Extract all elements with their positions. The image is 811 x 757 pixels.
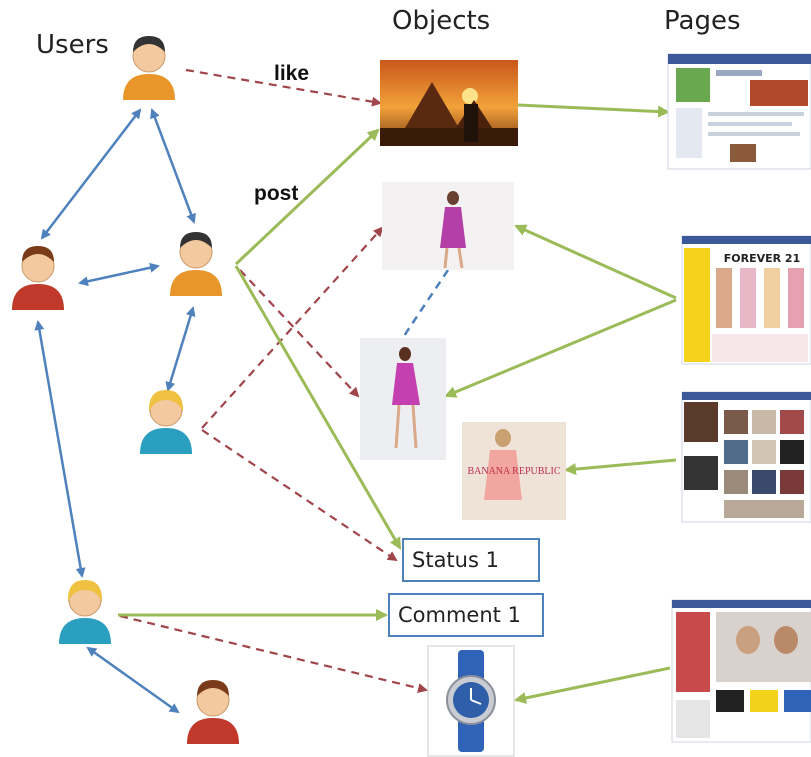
like-user3-dress2 [239,269,360,398]
post-edge-label: post [254,182,299,205]
like-edges [119,68,428,693]
facebook-page-thumbnail [671,599,811,743]
facebook-page-thumbnail [667,53,811,170]
page-watch-object [514,666,671,704]
facebook-page-thumbnail: FOREVER 21 [681,235,811,365]
objects-header: Objects [392,6,491,36]
edge-user1-user3 [150,108,196,224]
edge-user2-user5 [34,320,86,578]
status-object: Status 1 [402,538,540,582]
post-edges [118,128,402,621]
page-pyramids [517,103,670,118]
edge-user3-user4 [165,306,196,392]
page-forever21-dress2 [444,298,677,398]
fashion-photo [382,182,514,270]
like-user4-dress1 [201,226,384,429]
user-teal-blonde-icon [58,580,112,645]
post-user3-pyramids [234,128,380,266]
like-edge-label: like [274,62,310,85]
post-user3-status [234,265,402,550]
user-orange-dark-hair-icon [169,232,223,297]
user-red-brown-hair-icon [186,680,240,745]
users-header: Users [36,30,109,60]
user-red-brown-hair-icon [11,246,65,311]
friend-edges [34,108,196,714]
like-user1-pyramids [185,68,382,107]
facebook-page-thumbnail [681,391,811,523]
user-orange-dark-hair-icon [122,36,176,101]
fashion-photo [360,338,446,460]
forever21-text: FOREVER 21 [724,252,800,265]
user-teal-blonde-icon [139,390,193,455]
banana-republic-text: BANANA REPUBLIC [467,466,560,477]
edge-user1-user2 [40,108,142,240]
edge-dress1-dress2 [398,269,450,343]
page-banana-object [564,458,677,476]
page-edges [444,103,677,704]
like-user4-status [201,429,398,562]
comment-object: Comment 1 [388,593,544,637]
like-user5-watch [119,614,428,693]
pyramids-photo [380,60,518,146]
edge-user5-user6 [86,646,180,714]
edge-user2-user3 [78,262,160,287]
page-forever21-dress1 [514,224,677,300]
watch-photo [427,645,515,757]
fashion-photo: BANANA REPUBLIC [462,422,566,520]
pages-header: Pages [664,6,741,36]
